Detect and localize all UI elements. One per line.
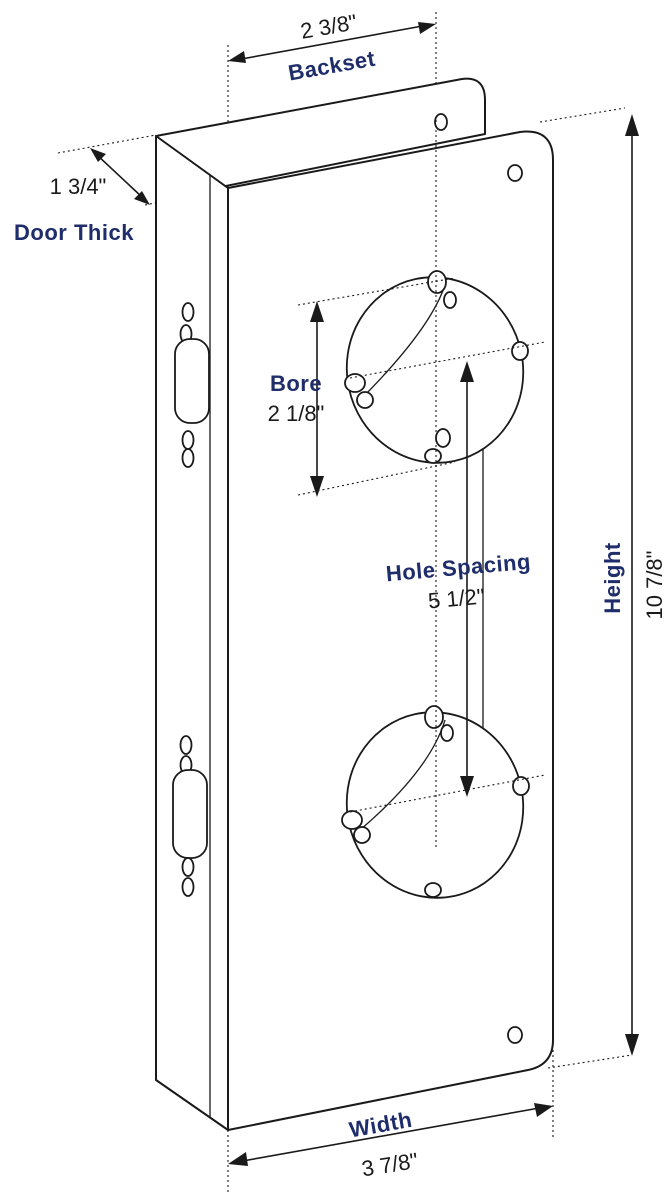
backset-dimension-line (228, 22, 436, 63)
spacing-ref-bottom (349, 774, 546, 813)
bore-notch (511, 341, 529, 361)
bore-notch (435, 428, 451, 448)
spacing-ref-top (349, 341, 546, 379)
bore-ref-bottom (297, 461, 456, 496)
height-dimension-line (625, 114, 639, 1056)
flange-screw-hole (434, 113, 448, 131)
door-thick-dimension-line (90, 148, 150, 205)
edge-cutouts-bottom (172, 735, 208, 897)
arrowhead (460, 776, 474, 797)
bore-ref-top (297, 277, 456, 306)
edge-screw-hole (181, 430, 195, 450)
height-label: Height (600, 542, 625, 614)
arrowhead (310, 476, 324, 497)
arrowhead (625, 1034, 639, 1056)
edge-face (155, 135, 229, 1131)
bore-notch (443, 291, 457, 309)
arrowhead (90, 148, 106, 162)
arrowhead (460, 361, 474, 382)
width-dimension-line (228, 1103, 553, 1166)
plate-screw-hole-bottom (507, 1026, 523, 1044)
height-ref-top (539, 107, 626, 123)
bore-notch (353, 826, 371, 844)
arrowhead (228, 51, 246, 63)
front-plate (227, 130, 554, 1131)
bore-value: 2 1/8" (268, 401, 325, 426)
arrowhead (310, 301, 324, 322)
arrowhead (534, 1103, 553, 1117)
door-thick-value: 1 3/4" (50, 174, 107, 199)
bore-notch (440, 724, 454, 742)
thick-ref-top (57, 134, 157, 154)
bore-label: Bore (270, 371, 322, 396)
arrowhead (134, 191, 150, 205)
width-value: 3 7/8" (360, 1148, 420, 1182)
edge-cutouts-top (174, 302, 210, 468)
width-label: Width (347, 1107, 414, 1143)
arrowhead (228, 1152, 248, 1166)
bore-notch (427, 270, 447, 294)
bore-notch (424, 705, 444, 729)
bore-cut-edge (359, 284, 446, 401)
hole-spacing-value: 5 1/2" (427, 584, 486, 614)
edge-screw-hole (181, 857, 195, 877)
backset-label: Backset (286, 46, 377, 86)
latch-slot (174, 338, 210, 424)
edge-screw-hole (179, 735, 193, 755)
arrowhead (418, 22, 436, 34)
hole-spacing-dimension-line (460, 361, 474, 797)
bore-notch (344, 373, 366, 393)
bore-reference-lines (297, 120, 546, 850)
bore-notch (356, 391, 374, 409)
height-ref-bottom (547, 1054, 633, 1069)
bore-hole-lower (341, 705, 530, 899)
bore-notch (341, 810, 363, 830)
arrowhead (625, 114, 639, 136)
plate-screw-hole-top (507, 164, 523, 182)
bore-notch (512, 776, 530, 796)
bore-dimension-line (310, 301, 324, 497)
height-value: 10 7/8" (642, 551, 667, 620)
door-thick-label: Door Thick (14, 220, 134, 245)
latch-slot (172, 769, 208, 859)
edge-screw-hole (181, 448, 195, 468)
edge-screw-hole (181, 877, 195, 897)
edge-screw-hole (181, 302, 195, 322)
back-flange (155, 77, 486, 201)
bore-notch (424, 882, 442, 898)
bore-hole-upper (344, 270, 529, 464)
bore-notch (424, 448, 442, 464)
